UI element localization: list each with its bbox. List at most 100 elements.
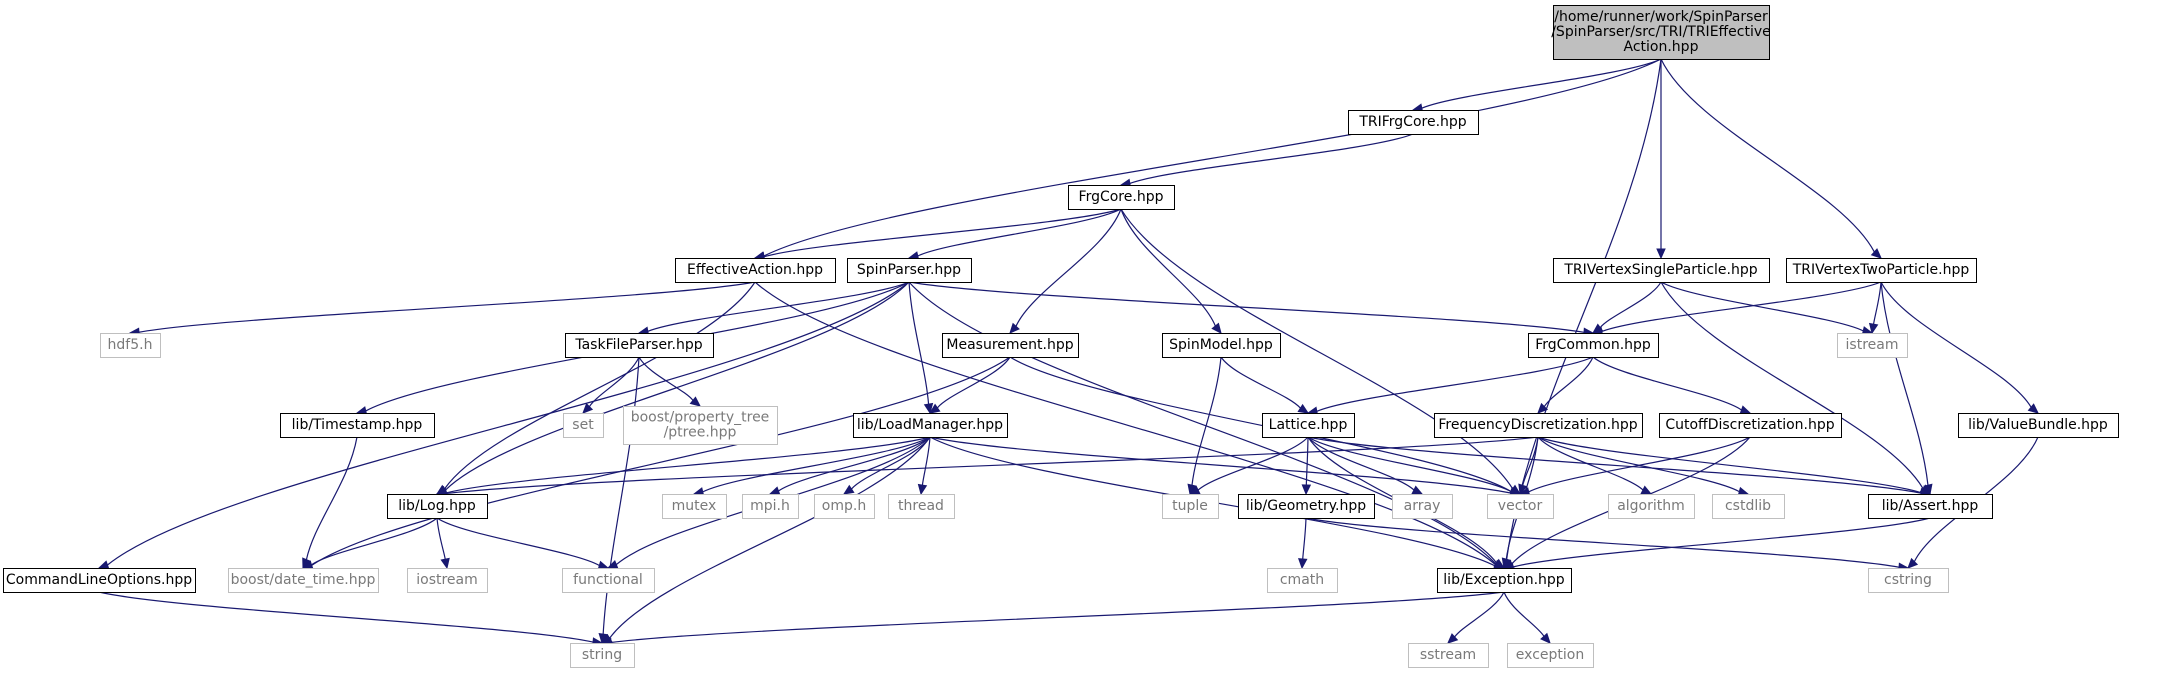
edge-line [1601, 281, 1882, 332]
node-root: /home/runner/work/SpinParser/SpinParser/… [1551, 5, 1771, 60]
node-label: CommandLineOptions.hpp [6, 572, 192, 588]
edge-arrowhead [1739, 405, 1752, 415]
node-box [565, 333, 714, 358]
node-lattice[interactable]: Lattice.hpp [1262, 413, 1355, 438]
edge-arrowhead [842, 484, 855, 495]
edge-line [702, 436, 931, 493]
edge-arrowhead [1923, 483, 1933, 496]
node-box [563, 413, 604, 438]
node-log[interactable]: lib/Log.hpp [387, 494, 488, 519]
node-label: SpinModel.hpp [1169, 337, 1273, 353]
node-spinmodel[interactable]: SpinModel.hpp [1162, 333, 1281, 358]
node-box [570, 643, 635, 668]
node-box [1786, 258, 1977, 283]
node-ptree: boost/property_tree/ptree.hpp [623, 406, 778, 445]
node-label: Action.hpp [1624, 39, 1699, 55]
edge-line [638, 356, 694, 401]
edge-line [647, 281, 910, 332]
edge-freqdisc-to-algorithm [1537, 436, 1653, 495]
edge-root-to-effectiveaction [753, 58, 1662, 261]
edge-frgcommon-to-lattice [1306, 356, 1594, 416]
edge-arrowhead [1540, 632, 1551, 644]
edge-line [1872, 281, 1882, 325]
node-box [888, 494, 955, 519]
node-box [814, 494, 875, 519]
node-box [3, 568, 196, 593]
edge-timestamp-to-datetime [302, 436, 358, 570]
node-label: boost/property_tree [631, 410, 770, 426]
edge-line [1522, 436, 1539, 486]
node-mpih: mpi.h [742, 494, 799, 519]
node-valuebundle[interactable]: lib/ValueBundle.hpp [1958, 413, 2119, 438]
node-label: boost/date_time.hpp [231, 572, 376, 588]
node-assert[interactable]: lib/Assert.hpp [1868, 494, 1993, 519]
node-cstring: cstring [1868, 568, 1949, 593]
edge-line [763, 58, 1662, 257]
edge-line [936, 356, 1011, 409]
node-spinparser[interactable]: SpinParser.hpp [847, 258, 972, 283]
node-sstream: sstream [1408, 643, 1489, 668]
edge-line [908, 281, 1585, 333]
edge-arrowhead [1907, 557, 1919, 569]
edge-line [1305, 517, 1900, 568]
node-box [1608, 494, 1695, 519]
node-label: algorithm [1617, 498, 1685, 514]
edge-spinparser-to-taskfileparser [637, 281, 910, 336]
edge-exception_hpp-to-exception [1503, 591, 1551, 644]
node-freqdisc[interactable]: FrequencyDiscretization.hpp [1434, 413, 1643, 438]
node-label: FrgCommon.hpp [1535, 337, 1651, 353]
edge-arrowhead [97, 560, 110, 570]
edge-spinparser-to-log [435, 281, 910, 495]
edge-arrowhead [1493, 558, 1506, 569]
edge-geometry-to-cstring [1305, 517, 1910, 572]
edge-cutoffdisc-to-vector [1518, 436, 1751, 497]
edge-line [1120, 208, 1216, 327]
edge-line [1599, 281, 1662, 328]
node-geometry[interactable]: lib/Geometry.hpp [1238, 494, 1375, 519]
edge-line [1307, 436, 1512, 493]
edge-arrowhead [1518, 483, 1528, 496]
edge-spinparser-to-cmdline [97, 281, 910, 570]
edge-frgcore-to-effectiveaction [753, 208, 1122, 262]
node-frgcore[interactable]: FrgCore.hpp [1068, 185, 1175, 210]
node-box [1958, 413, 2119, 438]
node-trivtp[interactable]: TRIVertexTwoParticle.hpp [1786, 258, 1977, 283]
node-label: TaskFileParser.hpp [574, 337, 702, 353]
node-measurement[interactable]: Measurement.hpp [942, 333, 1079, 358]
edge-effectiveaction-to-log [435, 281, 756, 495]
edge-exception_hpp-to-string [600, 591, 1505, 648]
node-istream: istream [1837, 333, 1908, 358]
node-timestamp[interactable]: lib/Timestamp.hpp [280, 413, 435, 438]
node-trivsp[interactable]: TRIVertexSingleParticle.hpp [1553, 258, 1770, 283]
edges-layer [97, 58, 2039, 648]
node-exception-hpp[interactable]: lib/Exception.hpp [1437, 568, 1572, 593]
node-box [1837, 333, 1908, 358]
node-label: lib/LoadManager.hpp [857, 417, 1003, 433]
node-label: lib/Geometry.hpp [1246, 498, 1366, 514]
node-vector: vector [1487, 494, 1554, 519]
node-frgcommon[interactable]: FrgCommon.hpp [1528, 333, 1659, 358]
node-taskfileparser[interactable]: TaskFileParser.hpp [565, 333, 714, 358]
node-box [1162, 494, 1219, 519]
edge-trivtp-to-istream [1868, 281, 1882, 335]
node-box [847, 258, 972, 283]
edge-arrowhead [2027, 403, 2039, 414]
node-box [1712, 494, 1785, 519]
edge-spinparser-to-loadmanager [908, 281, 934, 415]
node-label: EffectiveAction.hpp [687, 262, 823, 278]
node-effectiveaction[interactable]: EffectiveAction.hpp [675, 258, 836, 283]
edge-line [1009, 356, 1512, 493]
node-cutoffdisc[interactable]: CutoffDiscretization.hpp [1659, 413, 1842, 438]
edge-arrowhead [1301, 484, 1312, 496]
node-label: lib/Exception.hpp [1443, 572, 1564, 588]
node-cmdline[interactable]: CommandLineOptions.hpp [3, 568, 196, 593]
node-box [662, 494, 727, 519]
edge-measurement-to-loadmanager [928, 356, 1011, 414]
edge-cmdline-to-string [98, 591, 604, 647]
node-trifrgcore[interactable]: TRIFrgCore.hpp [1348, 110, 1479, 135]
node-loadmanager[interactable]: lib/LoadManager.hpp [853, 413, 1008, 438]
node-algorithm: algorithm [1608, 494, 1695, 519]
edge-line [98, 591, 594, 643]
edge-line [1512, 517, 1931, 568]
edge-line [763, 208, 1122, 258]
